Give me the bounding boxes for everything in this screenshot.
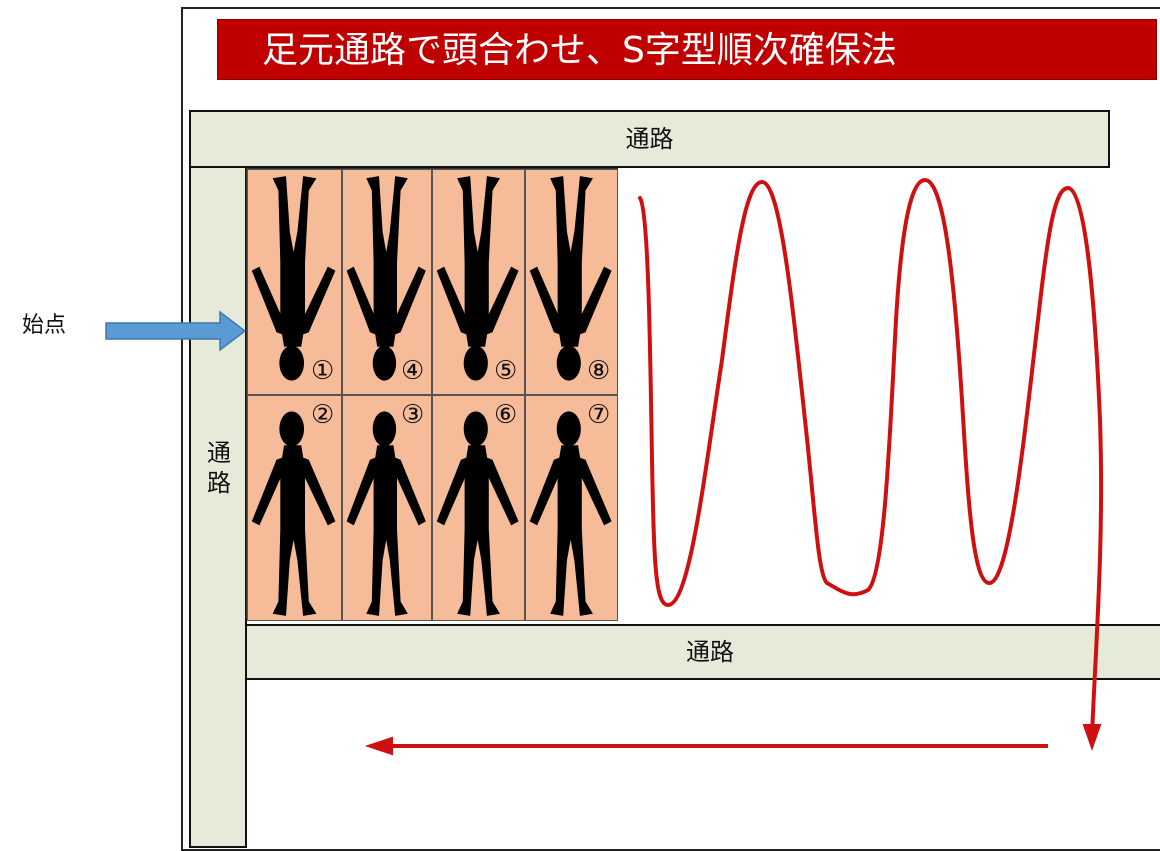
start-label: 始点 xyxy=(22,313,67,338)
person-silhouette-icon xyxy=(529,411,612,616)
bed-cell: ① xyxy=(247,169,342,395)
aisle-left-label: 通路 xyxy=(207,439,231,497)
person-silhouette-icon xyxy=(436,176,519,381)
aisle-bottom: 通路 xyxy=(245,624,1160,680)
bed-cell: ④ xyxy=(342,169,432,395)
bed-cell: ③ xyxy=(342,395,432,621)
person-silhouette-icon xyxy=(251,176,336,381)
aisle-top: 通路 xyxy=(189,110,1110,168)
cell-number: ⑧ xyxy=(587,356,611,386)
bed-cell: ⑧ xyxy=(525,169,618,395)
bed-cell: ⑥ xyxy=(432,395,525,621)
diagram-title: 足元通路で頭合わせ、S字型順次確保法 xyxy=(217,19,1157,80)
cell-number: ⑦ xyxy=(587,400,611,430)
person-silhouette-icon xyxy=(436,411,519,616)
bed-cell: ⑤ xyxy=(432,169,525,395)
person-silhouette-icon xyxy=(251,411,336,616)
bed-cell: ② xyxy=(247,395,342,621)
person-silhouette-icon xyxy=(346,176,426,381)
person-silhouette-icon xyxy=(346,411,426,616)
cell-number: ⑤ xyxy=(494,356,518,386)
person-silhouette-icon xyxy=(529,176,612,381)
bed-grid: ① ④ ⑤ ⑧ ② ③ ⑥ ⑦ xyxy=(246,168,618,621)
cell-number: ⑥ xyxy=(494,400,518,430)
cell-number: ① xyxy=(311,356,335,386)
right-arrow-icon xyxy=(105,310,247,352)
bed-cell: ⑦ xyxy=(525,395,618,621)
cell-number: ③ xyxy=(401,400,425,430)
cell-number: ④ xyxy=(401,356,425,386)
cell-number: ② xyxy=(311,400,335,430)
aisle-left: 通路 xyxy=(189,168,247,848)
